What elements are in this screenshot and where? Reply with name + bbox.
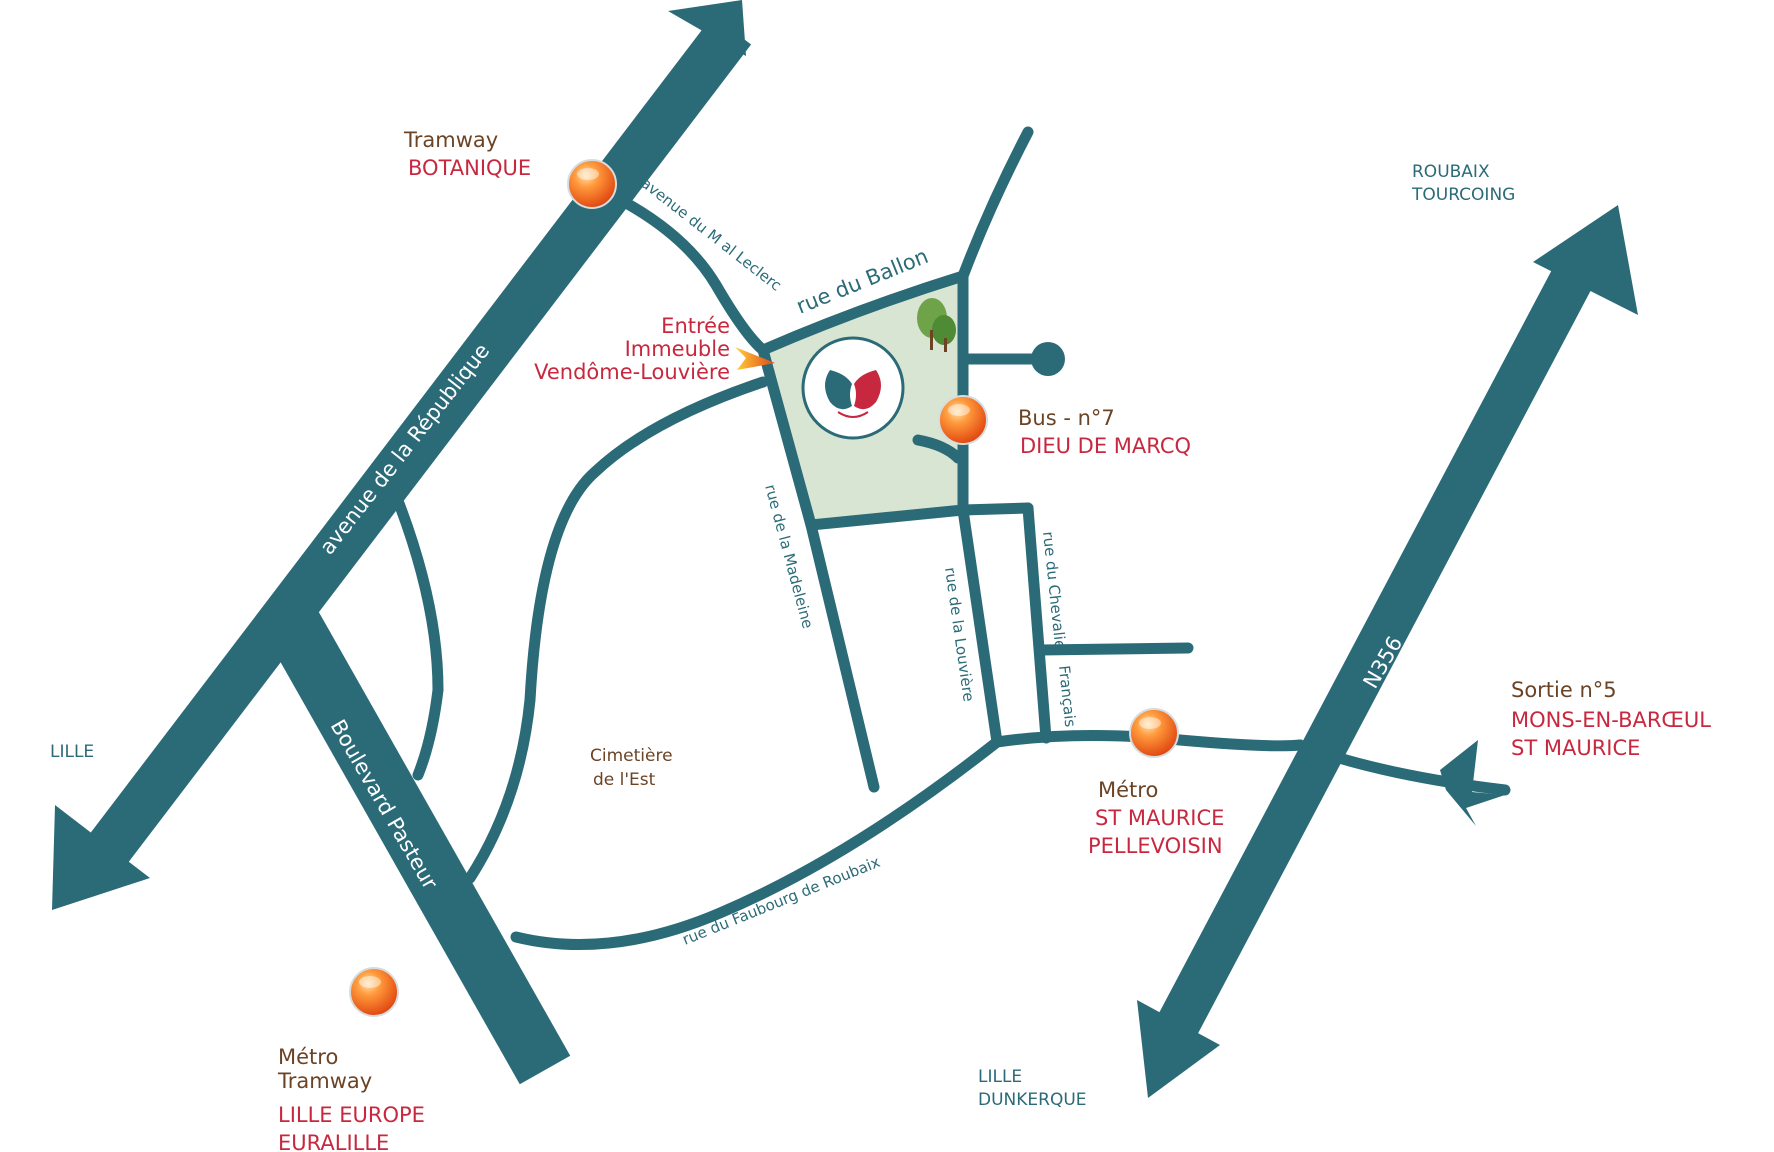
- bus-name: DIEU DE MARCQ: [1020, 434, 1191, 458]
- sortie-name1: MONS-EN-BARŒUL: [1511, 708, 1711, 732]
- lille-europe-name1: LILLE EUROPE: [278, 1103, 425, 1127]
- road-francais-stub: [1034, 642, 1194, 656]
- stop-marker-bus[interactable]: [938, 395, 988, 445]
- road-faubourg: [510, 729, 1306, 951]
- stop-marker-lille-europe[interactable]: [349, 967, 399, 1017]
- entrance-l1: Entrée: [661, 314, 730, 338]
- road-chevalier: [1022, 502, 1052, 744]
- lille-europe-name2: EURALILLE: [278, 1131, 389, 1152]
- arrow-head-n356-sw: [1137, 1000, 1220, 1098]
- road-louviere: [957, 504, 1003, 748]
- road-west-loop: [387, 482, 444, 781]
- label-francais: Français: [1055, 665, 1079, 729]
- road-ballon: [757, 270, 969, 356]
- n356-road: [1137, 205, 1638, 1098]
- arrow-head-sw: [52, 805, 150, 910]
- road-diagonal: [464, 376, 769, 884]
- entrance-arrow-icon: [735, 347, 775, 370]
- arrow-head-n356-ne: [1533, 205, 1638, 315]
- road-north: [957, 126, 1034, 282]
- minor-streets: [387, 126, 1511, 951]
- sortie-name2: ST MAURICE: [1511, 736, 1640, 760]
- st-maurice-name2: PELLEVOISIN: [1088, 834, 1223, 858]
- entrance-l2: Immeuble: [625, 337, 730, 361]
- republique-road: [52, 0, 752, 910]
- botanique-mode: Tramway: [403, 128, 498, 152]
- stop-marker-botanique[interactable]: [567, 159, 617, 209]
- tree-icon: [917, 298, 956, 352]
- cemetery-l1: Cimetière: [590, 746, 673, 766]
- bus-mode: Bus - n°7: [1018, 406, 1115, 430]
- lille-europe-mode1: Métro: [278, 1045, 338, 1069]
- sortie-mode: Sortie n°5: [1511, 678, 1617, 702]
- road-leclerc: [586, 180, 769, 356]
- entrance-l3: Vendôme-Louvière: [534, 360, 730, 384]
- arrow-head-ne: [668, 0, 746, 56]
- st-maurice-mode: Métro: [1098, 778, 1158, 802]
- cemetery-l2: de l'Est: [593, 770, 656, 790]
- stop-marker-st-maurice[interactable]: [1129, 708, 1179, 758]
- pasteur-road: [264, 605, 571, 1085]
- st-maurice-name1: ST MAURICE: [1095, 806, 1224, 830]
- label-faubourg: rue du Faubourg de Roubaix: [680, 853, 883, 949]
- dir-lille-west: LILLE: [50, 742, 94, 762]
- road-bus-curve: [912, 434, 964, 464]
- sortie-arrow-icon: [1440, 740, 1505, 826]
- logo-icon: [801, 336, 905, 440]
- dir-roubaix: ROUBAIX: [1412, 162, 1490, 182]
- botanique-name: BOTANIQUE: [408, 156, 531, 180]
- dir-dunkerque: DUNKERQUE: [978, 1090, 1087, 1110]
- lille-europe-mode2: Tramway: [277, 1069, 372, 1093]
- dir-lille-south: LILLE: [978, 1067, 1022, 1087]
- dead-end-icon: [1031, 342, 1065, 376]
- dir-tourcoing: TOURCOING: [1411, 185, 1515, 205]
